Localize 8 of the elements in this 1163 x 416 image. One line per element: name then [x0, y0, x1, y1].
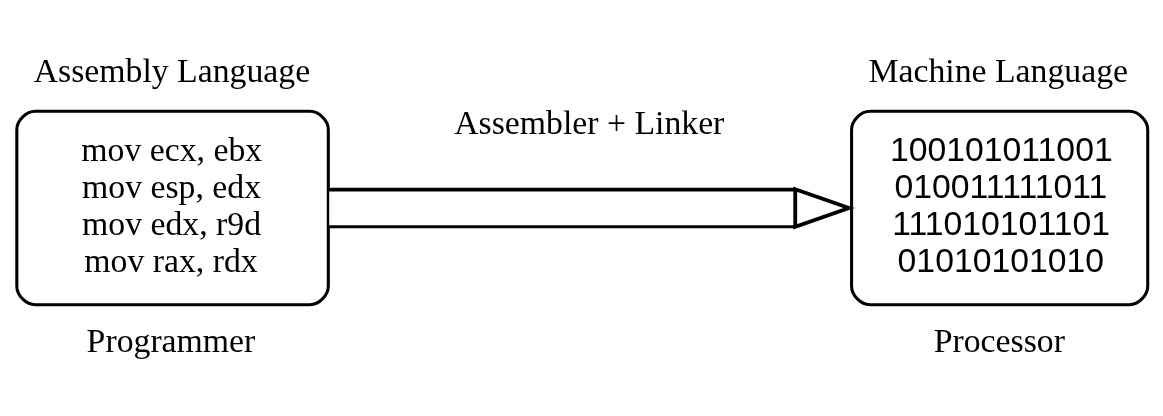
arrow — [329, 186, 855, 230]
node-box: mov ecx, ebx mov esp, edx mov edx, r9d mov rax, rdx — [15, 109, 330, 307]
node-label: Assembly Language — [33, 51, 311, 89]
node-box: 100101011001 010011111011 111010101101 01010101010 — [850, 109, 1150, 307]
node-label: Processor — [933, 321, 1065, 359]
node-label: Programmer — [86, 321, 256, 359]
node-label: Machine Language — [868, 51, 1129, 89]
edge-label: Assembler + Linker — [454, 103, 725, 141]
